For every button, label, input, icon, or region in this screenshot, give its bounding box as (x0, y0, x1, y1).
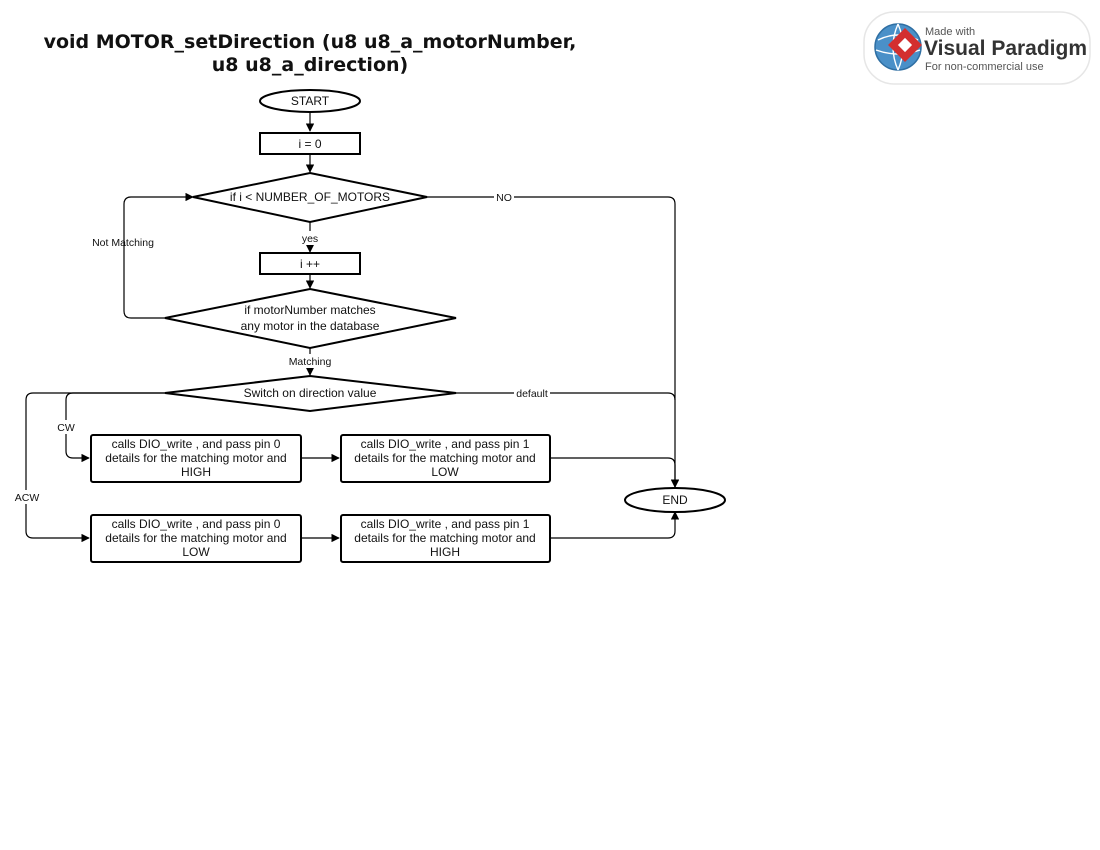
node-match-check-label-2: any motor in the database (241, 319, 380, 333)
diagram-title-line-1: void MOTOR_setDirection (u8 u8_a_motorNu… (44, 31, 577, 53)
label-acw: ACW (15, 492, 40, 504)
node-cw-pin1-line-3: LOW (431, 465, 459, 479)
edge-acw-pin1-to-end (550, 511, 680, 539)
node-start: START (259, 89, 361, 113)
node-switch: Switch on direction value (164, 374, 457, 413)
node-cw-pin0-line-3: HIGH (181, 465, 211, 479)
watermark-badge: Made with Visual Paradigm For non-commer… (863, 11, 1091, 85)
label-yes: yes (302, 233, 318, 245)
node-match-check-label-1: if motorNumber matches (244, 303, 375, 317)
label-matching: Matching (289, 356, 332, 368)
node-cw-pin1-line-1: calls DIO_write , and pass pin 1 (361, 437, 530, 451)
edge-not-matching-loopback (123, 192, 194, 319)
edge-switch-default (456, 392, 676, 401)
visual-paradigm-logo-icon (874, 23, 922, 71)
watermark-made-with: Made with (925, 26, 975, 38)
node-acw-pin1-line-1: calls DIO_write , and pass pin 1 (361, 517, 530, 531)
node-acw-pin1-line-3: HIGH (430, 545, 460, 559)
node-increment: i ++ (259, 252, 361, 275)
node-acw-pin0-line-3: LOW (182, 545, 210, 559)
node-end: END (624, 487, 726, 513)
label-cw: CW (57, 422, 75, 434)
watermark-usage: For non-commercial use (925, 61, 1044, 73)
node-acw-pin0: calls DIO_write , and pass pin 0 details… (90, 514, 302, 563)
edge-loop-check-no (427, 196, 680, 488)
node-acw-pin0-line-1: calls DIO_write , and pass pin 0 (112, 517, 281, 531)
node-cw-pin1-line-2: details for the matching motor and (354, 451, 535, 465)
node-init: i = 0 (259, 132, 361, 155)
node-loop-check-label: if i < NUMBER_OF_MOTORS (230, 190, 390, 204)
node-acw-pin1-line-2: details for the matching motor and (354, 531, 535, 545)
watermark-brand: Visual Paradigm (924, 37, 1087, 60)
node-loop-check: if i < NUMBER_OF_MOTORS (192, 171, 428, 224)
edge-switch-acw (25, 392, 165, 543)
label-no: NO (496, 192, 512, 204)
label-not-matching: Not Matching (92, 237, 154, 249)
node-cw-pin0: calls DIO_write , and pass pin 0 details… (90, 434, 302, 483)
node-switch-label: Switch on direction value (244, 386, 377, 400)
edge-labels: NO yes Not Matching Matching default CW … (12, 190, 550, 504)
node-cw-pin1: calls DIO_write , and pass pin 1 details… (340, 434, 551, 483)
node-acw-pin1: calls DIO_write , and pass pin 1 details… (340, 514, 551, 563)
node-increment-label: i ++ (300, 257, 320, 271)
node-init-label: i = 0 (298, 137, 321, 151)
node-match-check: if motorNumber matches any motor in the … (164, 287, 457, 350)
label-default: default (516, 388, 548, 400)
node-cw-pin0-line-2: details for the matching motor and (105, 451, 286, 465)
edge-cw-pin1-to-end (550, 457, 680, 488)
node-cw-pin0-line-1: calls DIO_write , and pass pin 0 (112, 437, 281, 451)
node-acw-pin0-line-2: details for the matching motor and (105, 531, 286, 545)
node-start-label: START (291, 94, 330, 108)
node-end-label: END (662, 493, 688, 507)
diagram-title-line-2: u8 u8_a_direction) (212, 54, 408, 76)
